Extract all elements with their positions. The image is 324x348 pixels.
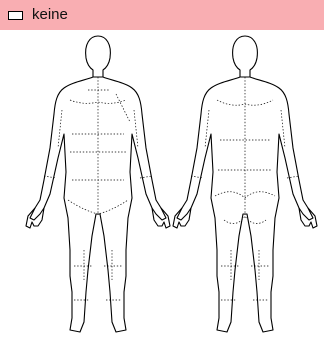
option-bar: keine — [0, 0, 324, 30]
none-checkbox[interactable] — [8, 11, 23, 20]
front-body-figure[interactable] — [26, 36, 170, 332]
none-checkbox-label[interactable]: keine — [32, 7, 68, 22]
back-body-figure[interactable] — [173, 36, 317, 332]
body-diagrams — [0, 30, 324, 343]
